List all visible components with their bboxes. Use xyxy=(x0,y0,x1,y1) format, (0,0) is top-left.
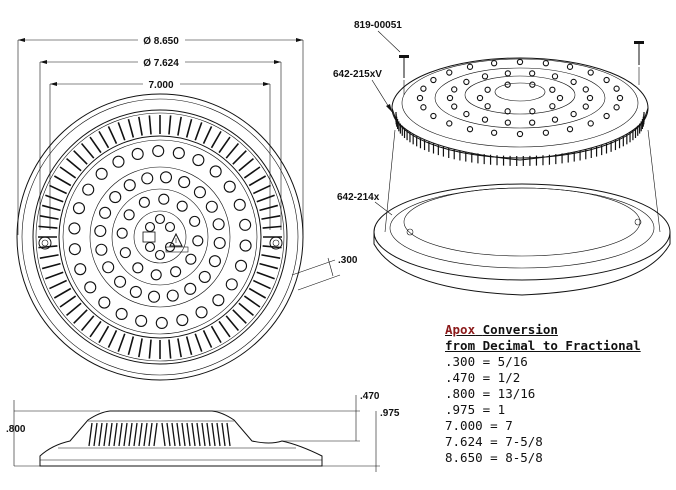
conversion-table: Apox Conversion from Decimal to Fraction… xyxy=(445,322,670,466)
dim-height-top: .470 xyxy=(212,391,380,442)
part-label-screw: 819-00051 xyxy=(354,20,402,31)
screw-boss-left xyxy=(38,236,52,250)
drain-holes xyxy=(68,144,252,330)
dim-height-left: .800 xyxy=(6,400,100,467)
part-label-cover: 642-215xV xyxy=(333,69,382,80)
dim-middle-label: Ø 7.624 xyxy=(143,58,179,69)
dim-inner-width: 7.000 xyxy=(49,80,271,230)
iso-cover xyxy=(391,57,649,166)
dim-outer-diameter: Ø 8.650 xyxy=(17,36,304,235)
screw-left xyxy=(399,55,409,78)
part-label-ring: 642-214x xyxy=(337,192,380,203)
conversion-title: Apox Conversion xyxy=(445,322,670,338)
center-label xyxy=(165,246,189,253)
side-ribs xyxy=(88,422,231,447)
iso-ring xyxy=(373,183,671,296)
center-logo xyxy=(142,231,156,243)
screw-boss-right xyxy=(269,236,283,250)
dim-height-mid-label: .975 xyxy=(380,408,400,419)
conversion-subtitle: from Decimal to Fractional xyxy=(445,338,641,353)
dim-middle-diameter: Ø 7.624 xyxy=(39,58,282,230)
conversion-row: 8.650 = 8-5/8 xyxy=(445,450,543,465)
side-view xyxy=(39,410,323,467)
vent-slots xyxy=(38,115,282,359)
conversion-row: .975 = 1 xyxy=(445,402,506,417)
dim-flange-label: .300 xyxy=(338,255,358,266)
warning-icon xyxy=(169,232,183,247)
top-view xyxy=(16,93,304,381)
screw-right xyxy=(634,41,644,65)
dim-inner-label: 7.000 xyxy=(148,80,173,91)
conversion-row: .300 = 5/16 xyxy=(445,354,528,369)
conversion-title-apox: Apox xyxy=(445,322,476,337)
conversion-row: 7.000 = 7 xyxy=(445,418,513,433)
conversion-row: .470 = 1/2 xyxy=(445,370,521,385)
dim-height-top-label: .470 xyxy=(360,391,380,402)
dim-outer-label: Ø 8.650 xyxy=(143,36,179,47)
cover-ribs xyxy=(395,112,645,166)
cover-holes xyxy=(416,58,624,138)
dim-height-left-label: .800 xyxy=(6,424,26,435)
conversion-row: 7.624 = 7-5/8 xyxy=(445,434,543,449)
conversion-row: .800 = 13/16 xyxy=(445,386,536,401)
conversion-title-word: Conversion xyxy=(482,322,558,337)
dim-height-mid: .975 xyxy=(322,408,400,472)
dim-flange: .300 xyxy=(291,255,358,291)
